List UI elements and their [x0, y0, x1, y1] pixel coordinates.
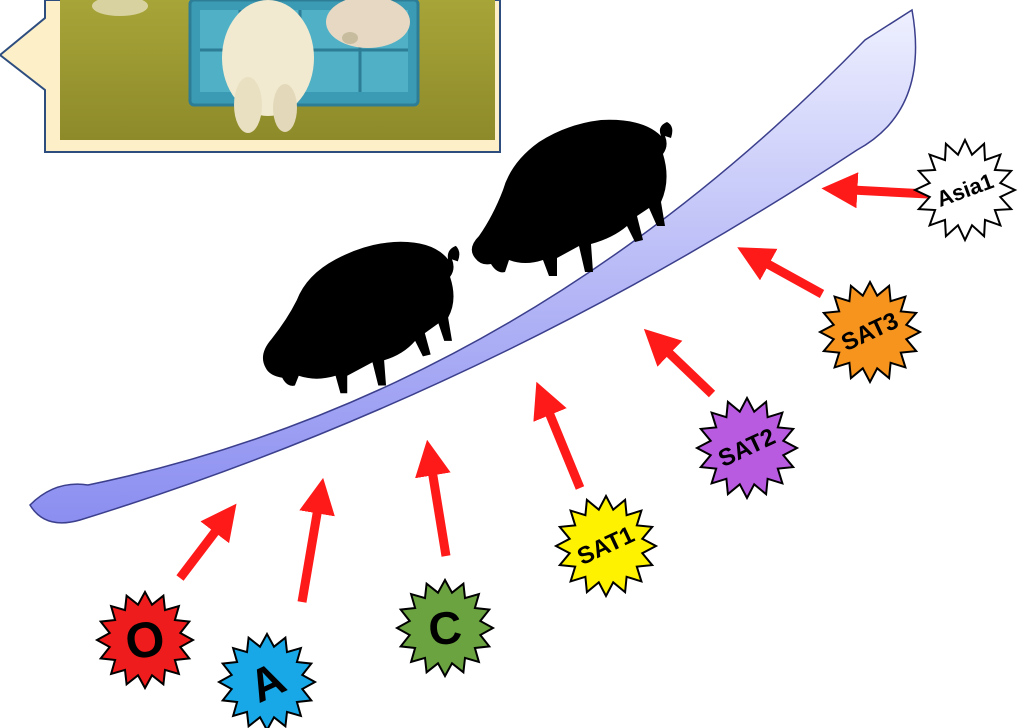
- arrow-sat1: [548, 410, 580, 488]
- serotype-sat3: SAT3: [820, 282, 920, 382]
- pigs-feeding-photo: [60, 0, 495, 140]
- serotype-asia1: Asia1: [915, 140, 1015, 240]
- serotype-o: O: [97, 592, 193, 688]
- serotype-sat2: SAT2: [697, 398, 797, 498]
- arrow-o: [180, 528, 218, 578]
- serotype-a: A: [219, 634, 315, 728]
- serotype-sat1: SAT1: [556, 496, 656, 596]
- arrow-sat2: [666, 350, 712, 394]
- arrow-sat3: [764, 262, 822, 294]
- serotype-c: C: [397, 580, 493, 676]
- photo-callout: [0, 0, 500, 152]
- serotype-label: C: [426, 601, 464, 656]
- arrow-c: [432, 470, 446, 556]
- arrow-a: [302, 508, 318, 602]
